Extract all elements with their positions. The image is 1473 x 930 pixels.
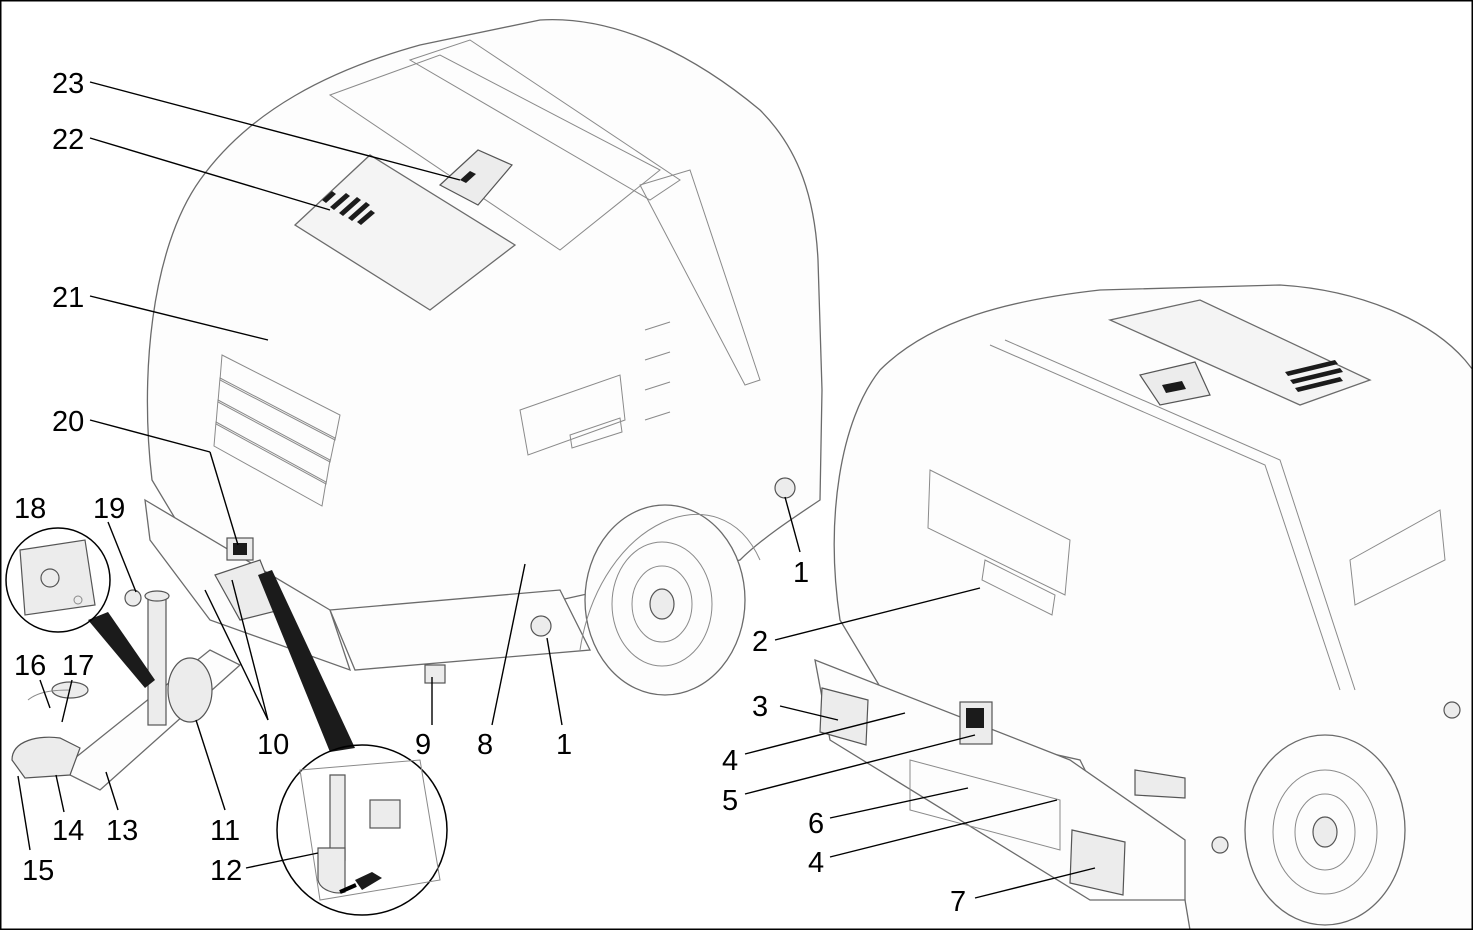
callout-15: 15: [22, 855, 54, 887]
jockey-wheel: [167, 657, 213, 723]
left-side-fins: [644, 321, 671, 421]
callout-12: 12: [210, 855, 242, 887]
left-service-hatch: [293, 154, 517, 311]
hitch-coupling-head: [11, 736, 81, 779]
callout-23: 23: [52, 68, 84, 100]
leader-lines: [17, 81, 1096, 899]
jockey-wheel-post: [147, 594, 167, 726]
callout-20: 20: [52, 406, 84, 438]
callout-6: 6: [808, 808, 824, 840]
left-wheel: [584, 504, 746, 696]
detail-inset-hitch: [5, 527, 155, 688]
callout-numbers: 23 22 21 20 18 19 16 17 10 9 8 1 1 14 13…: [14, 68, 966, 918]
hatch-vent-grille: [322, 191, 375, 225]
callout-13: 13: [106, 815, 138, 847]
callout-18: 18: [14, 493, 46, 525]
callout-14: 14: [52, 815, 84, 847]
left-trailer-unit: [11, 18, 823, 791]
callout-4b: 4: [808, 847, 824, 879]
callout-22: 22: [52, 124, 84, 156]
right-hatch-vent: [1285, 360, 1343, 392]
callout-8: 8: [477, 729, 493, 761]
callout-3: 3: [752, 691, 768, 723]
callout-21: 21: [52, 282, 84, 314]
callout-2: 2: [752, 626, 768, 658]
callout-10: 10: [257, 729, 289, 761]
right-wheel: [1244, 734, 1406, 926]
right-trailer-unit: [814, 284, 1473, 930]
callout-11: 11: [210, 815, 240, 847]
left-lifting-eye: [438, 149, 513, 206]
callout-17: 17: [62, 650, 94, 682]
callout-7: 7: [950, 886, 966, 918]
left-side-logo-plate: [519, 374, 626, 456]
callout-4a: 4: [722, 745, 738, 777]
callout-16: 16: [14, 650, 46, 682]
callout-5: 5: [722, 785, 738, 817]
detail-inset-latch: [258, 570, 448, 916]
callout-1a: 1: [556, 729, 572, 761]
rear-louvres: [213, 354, 341, 507]
callout-19: 19: [93, 493, 125, 525]
right-front-logo-plate: [927, 469, 1071, 596]
callout-9: 9: [415, 729, 431, 761]
callout-1b: 1: [793, 557, 809, 589]
left-canopy: [146, 18, 823, 631]
